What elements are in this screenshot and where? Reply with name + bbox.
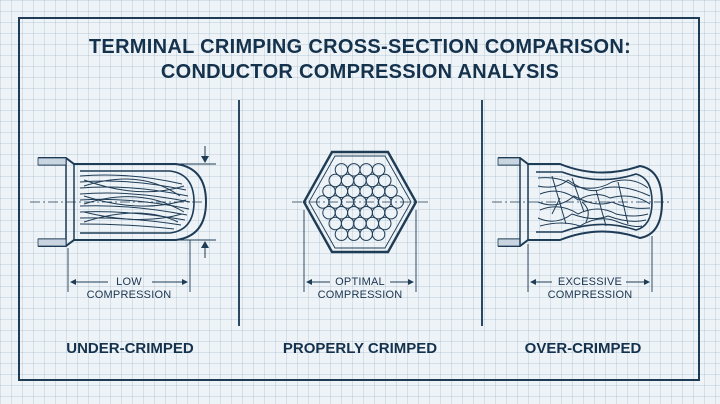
properly-crimped-dim-line-2: COMPRESSION: [317, 289, 403, 301]
under-crimped-dim-line-1: LOW: [116, 276, 142, 288]
conductor-strand: [371, 163, 386, 177]
panel-divider-right: [481, 100, 483, 326]
conductor-strand: [353, 173, 367, 188]
title-line-2: CONDUCTOR COMPRESSION ANALYSIS: [160, 61, 560, 83]
under-crimped-label: UNDER-CRIMPED: [66, 340, 194, 357]
conductor-strand: [371, 227, 386, 241]
conductor-strand: [347, 227, 361, 241]
conductor-strand: [384, 206, 398, 220]
conductor-strand: [359, 206, 373, 220]
conductor-strand: [334, 206, 349, 220]
conductor-strand: [365, 173, 380, 188]
conductor-strand: [384, 184, 398, 199]
conductor-strand: [390, 195, 404, 209]
over-crimped-dim-line-2: COMPRESSION: [547, 289, 633, 301]
over-crimped-dim-line-1: EXCESSIVE: [557, 276, 623, 288]
conductor-strand: [334, 227, 349, 241]
panel-divider-left: [238, 100, 240, 326]
over-crimped-illustration: [492, 157, 672, 292]
conductor-strand: [328, 173, 342, 188]
conductor-strand: [347, 206, 361, 220]
properly-crimped-illustration: [292, 150, 428, 292]
properly-crimped-dim-line-1: OPTIMAL: [335, 276, 385, 288]
properly-crimped-dimension-label: OPTIMAL COMPRESSION: [304, 276, 416, 302]
conductor-strand: [322, 206, 336, 220]
conductor-strand: [371, 206, 386, 220]
conductor-strand: [378, 173, 392, 188]
drawing-border: [18, 17, 700, 381]
title-line-1: TERMINAL CRIMPING CROSS-SECTION COMPARIS…: [88, 36, 632, 58]
under-crimped-illustration: [30, 146, 216, 292]
conductor-strand: [359, 227, 373, 241]
under-crimped-dim-line-2: COMPRESSION: [86, 289, 172, 301]
over-crimped-label: OVER-CRIMPED: [524, 340, 642, 357]
properly-crimped-label: PROPERLY CRIMPED: [282, 340, 438, 357]
conductor-strand: [378, 216, 392, 231]
under-crimped-dimension-label: LOW COMPRESSION: [68, 276, 190, 302]
over-crimped-dimension-label: EXCESSIVE COMPRESSION: [528, 276, 652, 302]
conductor-strand: [340, 173, 355, 188]
